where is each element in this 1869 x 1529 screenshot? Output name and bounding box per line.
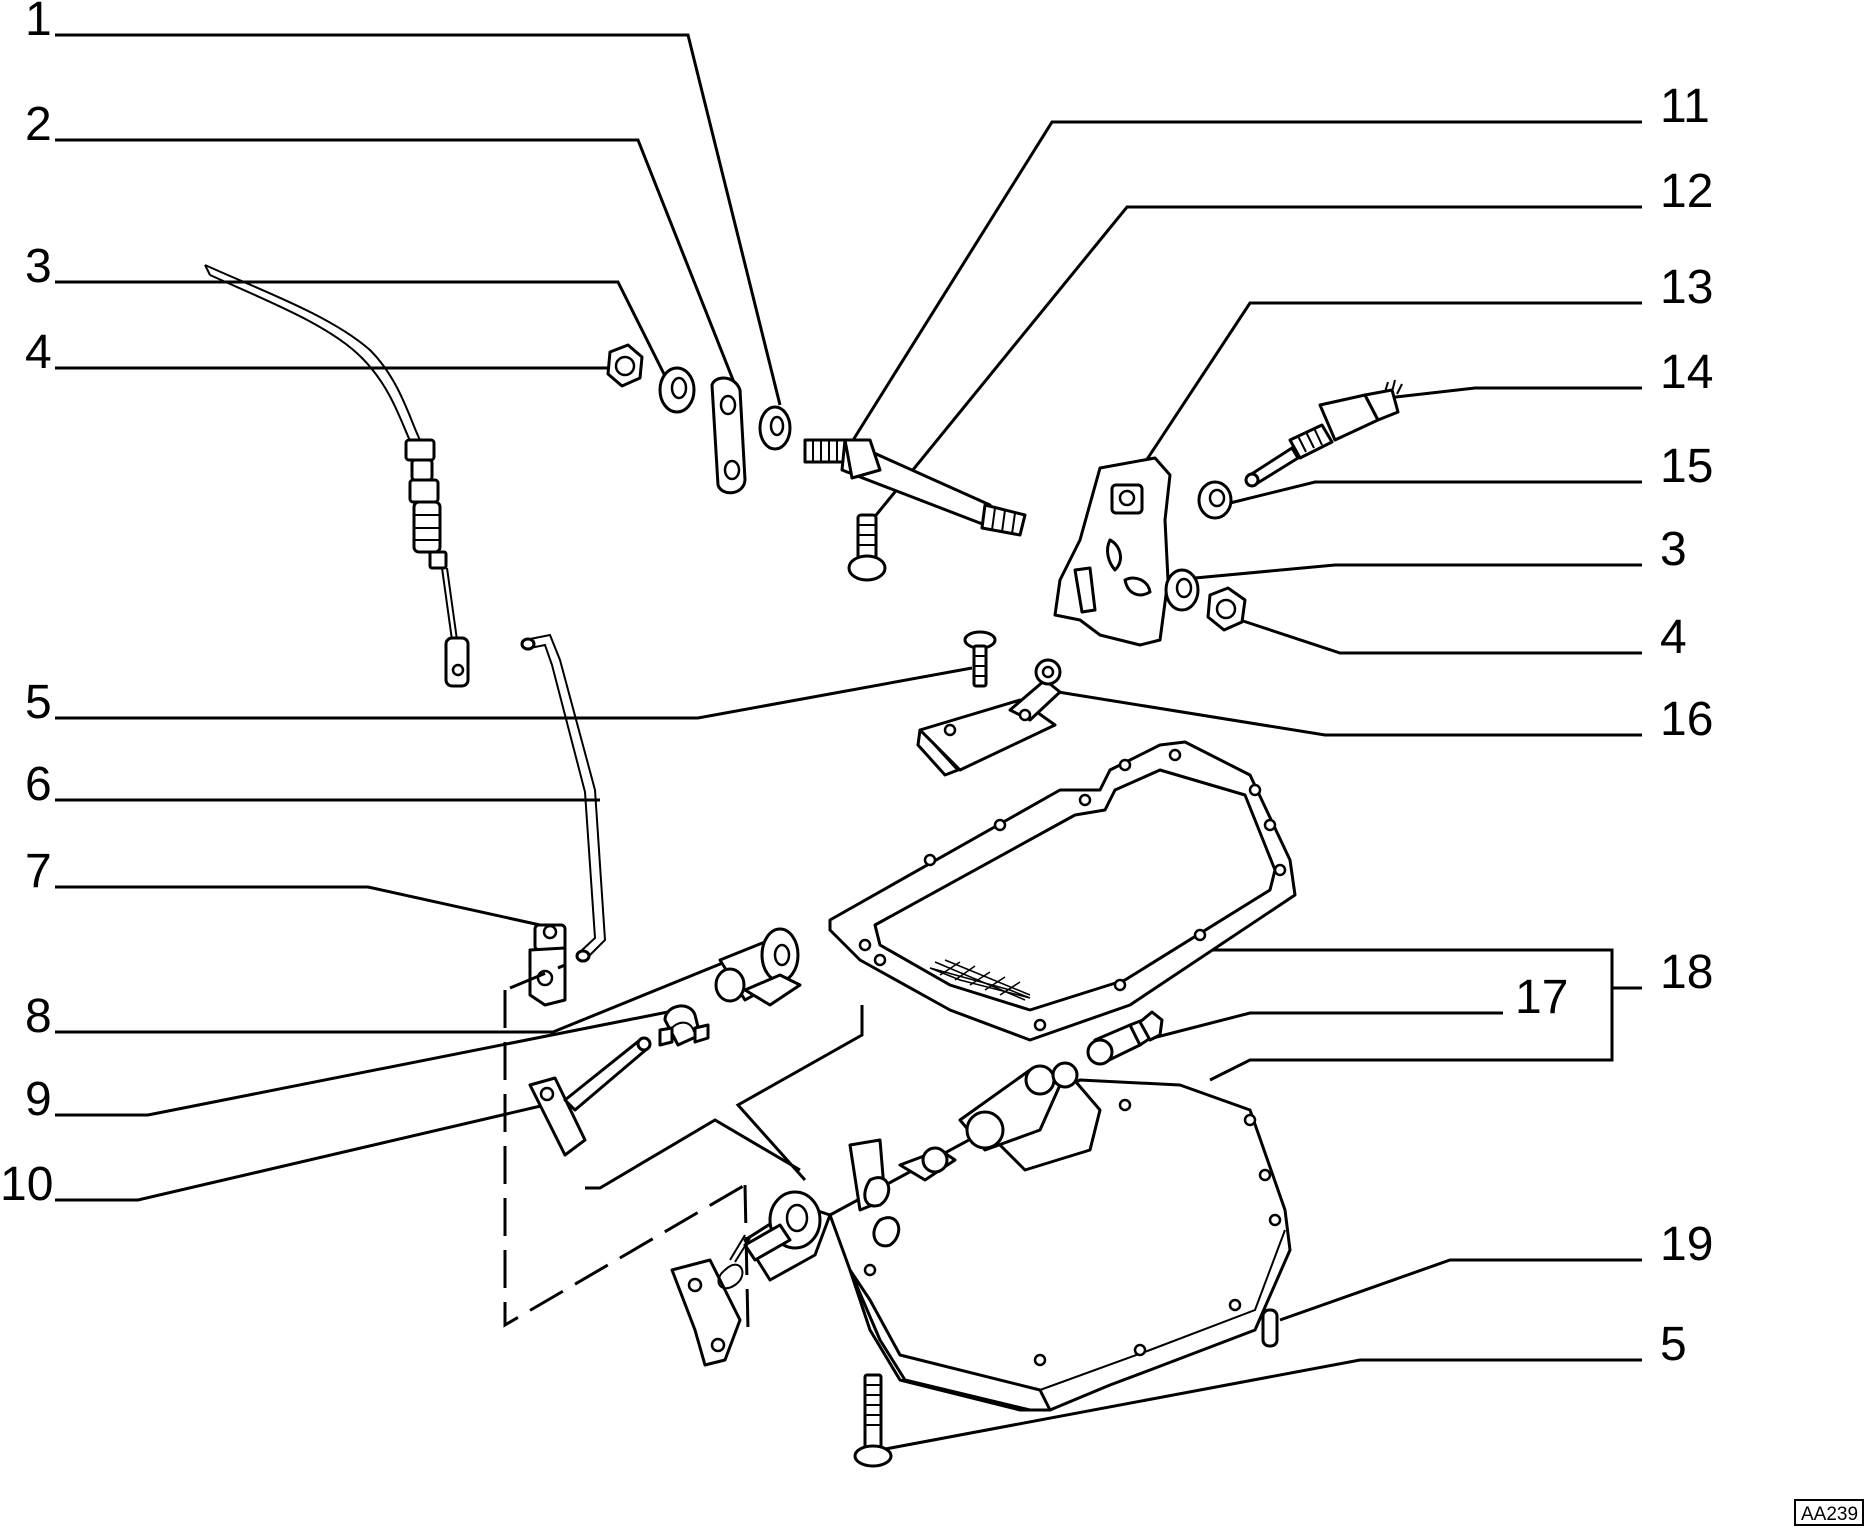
housing-18 — [743, 1061, 1292, 1412]
clip-7 — [528, 923, 567, 1007]
callout-1: 1 — [25, 0, 52, 46]
leader-5a — [55, 666, 973, 720]
pin-19 — [1261, 1308, 1279, 1348]
bracket-16 — [916, 658, 1062, 777]
alignment-lines — [503, 963, 864, 1331]
leader-18-bracket — [1209, 948, 1614, 1082]
leader-5b — [879, 1358, 1642, 1452]
lever-10 — [528, 1036, 652, 1157]
control-cable — [204, 264, 470, 688]
drawing-code-box: AA239 — [1794, 1499, 1864, 1526]
screw-12 — [847, 513, 887, 582]
callout-15: 15 — [1660, 440, 1713, 493]
gasket-cover-18 — [828, 740, 1297, 1042]
leader-14 — [1369, 386, 1642, 402]
leader-3b — [1194, 563, 1642, 580]
callout-17: 17 — [1515, 971, 1568, 1024]
callout-7: 7 — [25, 845, 52, 898]
lever-bracket — [670, 1223, 792, 1367]
spring-clip-9 — [658, 1004, 710, 1047]
callout-5-right: 5 — [1660, 1318, 1687, 1371]
switch-14 — [1244, 379, 1403, 488]
leader-19 — [1279, 1258, 1642, 1322]
callout-8: 8 — [25, 990, 52, 1043]
callout-4: 4 — [25, 326, 52, 379]
nut-4-right — [1206, 586, 1247, 632]
callout-12: 12 — [1660, 165, 1713, 218]
leader-16 — [1057, 690, 1642, 737]
callout-6: 6 — [25, 758, 52, 811]
leader-2 — [55, 138, 737, 386]
leader-4b — [1239, 618, 1642, 655]
leader-lines — [55, 33, 1642, 1452]
bolt-5-bottom — [853, 1373, 893, 1468]
washer-3-top — [658, 366, 696, 414]
leader-11 — [848, 120, 1642, 446]
leader-9 — [55, 1010, 669, 1117]
rod-6 — [520, 633, 607, 963]
leader-12 — [866, 205, 1642, 526]
callout-18: 18 — [1660, 946, 1713, 999]
gate-plate-13 — [1053, 456, 1172, 647]
leader-8 — [55, 958, 731, 1034]
fitting-17 — [1086, 1010, 1164, 1066]
callout-2: 2 — [25, 98, 52, 151]
callout-16: 16 — [1660, 693, 1713, 746]
leader-7 — [55, 885, 541, 927]
leader-17 — [1144, 1011, 1503, 1042]
callout-19: 19 — [1660, 1218, 1713, 1271]
callout-13: 13 — [1660, 261, 1713, 314]
leader-1 — [55, 33, 782, 406]
callout-3-right: 3 — [1660, 523, 1687, 576]
callout-9: 9 — [25, 1073, 52, 1126]
washer-1 — [758, 405, 792, 451]
leader-15 — [1221, 480, 1642, 507]
callout-numbers: 1 2 3 4 5 6 7 8 9 10 11 12 13 14 15 3 4 … — [0, 0, 1713, 1371]
leader-10 — [55, 1103, 546, 1202]
nut-4-top — [606, 343, 644, 388]
bushing-8 — [714, 927, 802, 1007]
callout-3: 3 — [25, 240, 52, 293]
callout-5: 5 — [25, 676, 52, 729]
callout-14: 14 — [1660, 346, 1713, 399]
pin-11 — [803, 438, 1027, 537]
link-plate-2 — [710, 376, 747, 495]
drawing-code: AA239 — [1801, 1504, 1858, 1525]
callout-4-right: 4 — [1660, 611, 1687, 664]
washer-15 — [1197, 480, 1233, 520]
washer-3-right — [1164, 568, 1200, 612]
callout-11: 11 — [1660, 80, 1710, 133]
screw-5-small — [963, 630, 997, 688]
leader-13 — [1138, 301, 1642, 471]
callout-10: 10 — [0, 1158, 53, 1211]
